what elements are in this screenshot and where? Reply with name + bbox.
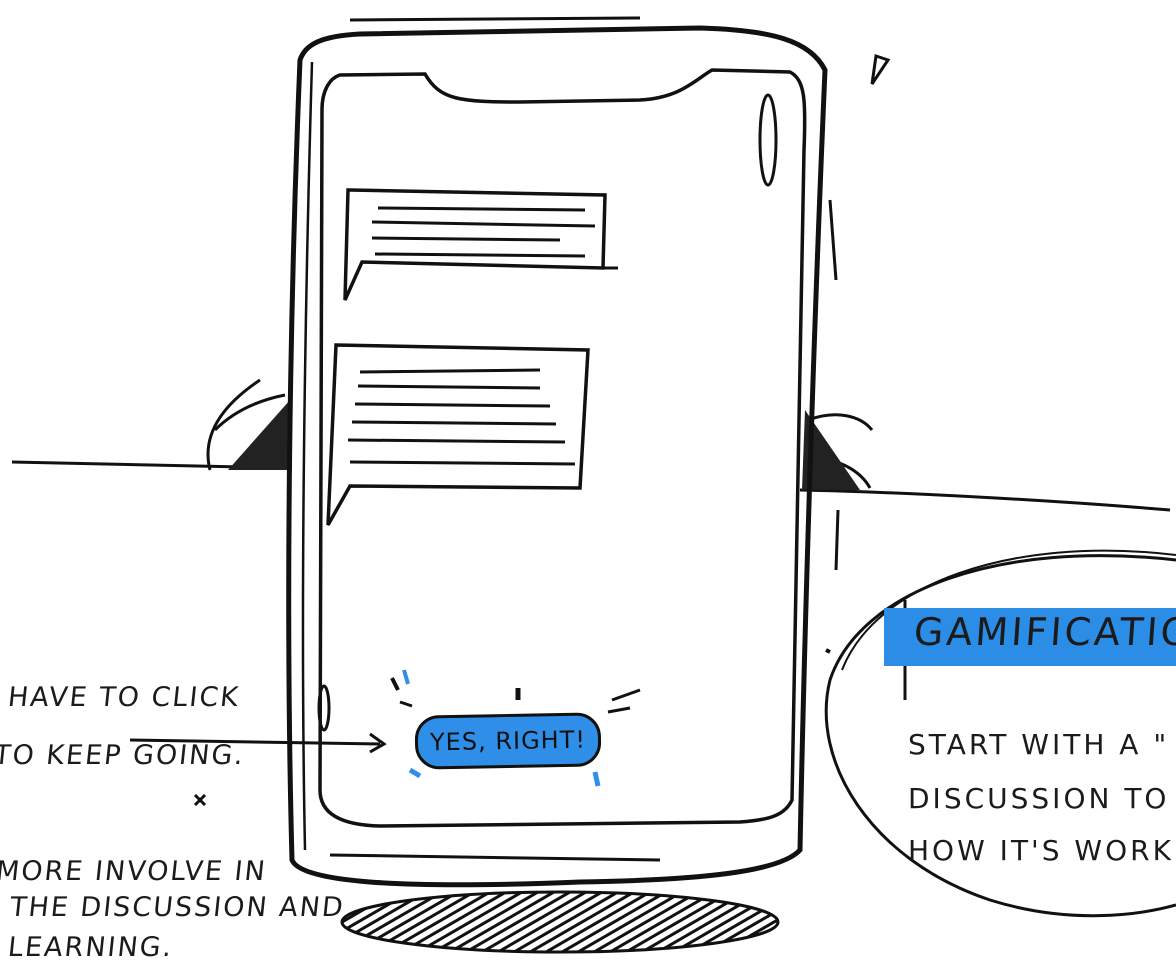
chat-bubble-bottom — [328, 345, 588, 525]
callout-title: GAMIFICATION ! — [912, 610, 1176, 654]
annotation-line: THE DISCUSSION AND — [8, 892, 346, 923]
annotation-line: MORE INVOLVE IN — [0, 856, 268, 887]
callout-line: HOW IT'S WORK — [908, 834, 1174, 867]
hand-left-shape — [208, 380, 292, 470]
annotation-line: HAVE TO CLICK — [6, 682, 241, 713]
annotation-line: TO KEEP GOING. — [0, 740, 246, 771]
phone-shadow — [342, 892, 778, 952]
gamification-callout: GAMIFICATION ! START WITH A " DISCUSSION… — [820, 560, 1176, 920]
annotation-line: LEARNING. — [6, 932, 174, 963]
chat-bubble-top — [345, 190, 618, 300]
callout-line: DISCUSSION TO L — [908, 782, 1176, 815]
yes-right-button[interactable]: YES, RIGHT! — [415, 712, 602, 769]
callout-line: START WITH A " — [908, 728, 1169, 761]
table-line-right — [800, 490, 1170, 510]
